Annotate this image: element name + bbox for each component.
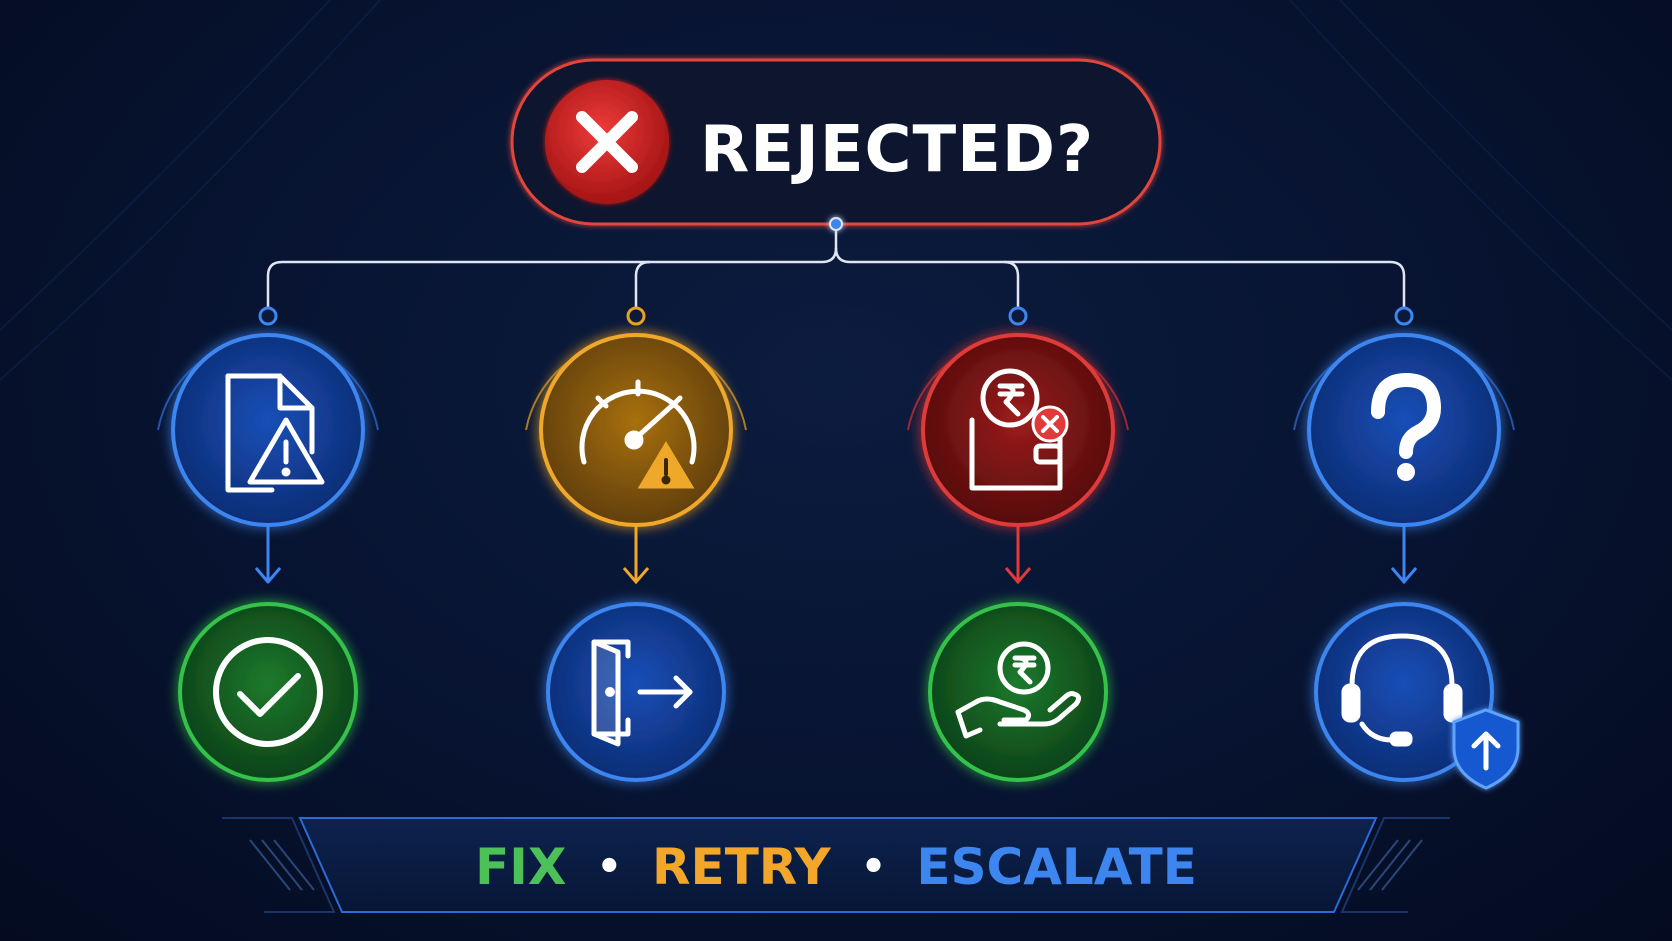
page-title: REJECTED?: [700, 113, 1095, 187]
arrow-1: [254, 525, 282, 584]
branch-4-cause: [1307, 333, 1501, 527]
x-icon: [545, 80, 669, 204]
branch-3-outcome: [928, 602, 1108, 782]
branch-3-cause: [921, 333, 1115, 527]
connector-node-4: [1394, 306, 1414, 326]
footer-separator-2: •: [860, 844, 887, 890]
speedometer-warning-icon: [579, 379, 697, 489]
connector-node-top: [829, 217, 843, 231]
branch-1-cause: [171, 333, 365, 527]
arrow-3: [1004, 525, 1032, 585]
footer-escalate: ESCALATE: [916, 838, 1197, 896]
branch-1-outcome: [178, 602, 358, 782]
arrow-4: [1390, 525, 1418, 585]
header-pill: [510, 58, 1162, 226]
footer-fix: FIX: [475, 838, 567, 896]
footer-deco-right: [1357, 839, 1423, 891]
connector-node-2: [626, 306, 646, 326]
footer-retry: RETRY: [652, 838, 831, 896]
connectors: [266, 224, 1406, 316]
arrow-2: [622, 525, 650, 585]
connector-node-3: [1008, 306, 1028, 326]
question-mark-icon: [1371, 372, 1442, 481]
footer-deco-left: [249, 839, 315, 891]
headset-escalate-icon: [1341, 633, 1520, 790]
footer-separator-1: •: [596, 844, 623, 890]
branch-4-outcome: [1314, 602, 1520, 790]
exit-door-icon: [591, 639, 693, 747]
branch-2-outcome: [546, 602, 726, 782]
background-decoration: [0, 0, 1672, 381]
checkmark-icon: [213, 637, 323, 747]
connector-node-1: [258, 306, 278, 326]
document-warning-icon: [225, 373, 325, 493]
footer-tagline: FIX • RETRY • ESCALATE: [380, 832, 1292, 902]
arrows: [254, 525, 1418, 585]
hand-rupee-icon: [955, 641, 1082, 739]
footer-bar: [222, 817, 1450, 913]
shield-up-icon: [1452, 708, 1520, 790]
branch-2-cause: [539, 333, 733, 527]
wallet-rupee-cancel-icon: [969, 368, 1069, 491]
